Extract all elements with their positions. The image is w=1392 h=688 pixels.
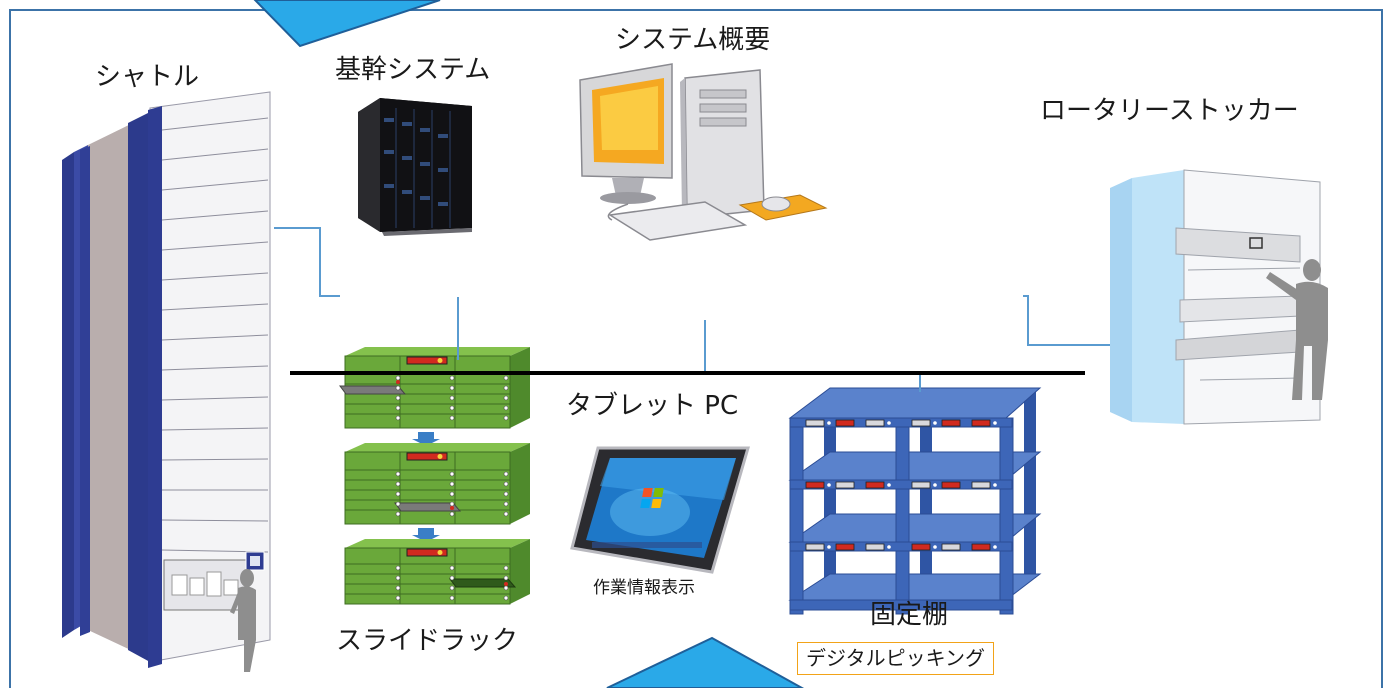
slide-rack-illustration <box>339 347 530 605</box>
tablet-pc-illustration <box>570 446 750 574</box>
shuttle-illustration <box>62 91 271 672</box>
connector-rotary-stocker <box>1023 295 1110 346</box>
bottom-accent-triangle <box>606 636 805 688</box>
label-core-system: 基幹システム <box>335 55 491 85</box>
fixed-shelf-illustration <box>788 387 1042 615</box>
label-shuttle: シャトル <box>95 62 200 92</box>
outer-frame <box>9 9 1383 688</box>
badge-digital-picking: デジタルピッキング <box>797 642 994 675</box>
network-connectors <box>274 227 1110 392</box>
label-fixed-shelf: 固定棚 <box>870 600 949 630</box>
connector-shuttle <box>274 227 340 297</box>
top-accent-triangle <box>253 0 441 48</box>
desktop-pc-illustration <box>579 63 828 241</box>
label-rotary-stocker: ロータリーストッカー <box>1040 96 1299 126</box>
label-work-info: 作業情報表示 <box>593 578 695 598</box>
rotary-stocker-illustration <box>1110 169 1328 425</box>
label-slide-rack: スライドラック <box>336 626 519 656</box>
core-system-server-illustration <box>358 98 472 236</box>
label-tablet-pc: タブレット PC <box>566 391 739 421</box>
label-system-overview: システム概要 <box>615 25 771 55</box>
